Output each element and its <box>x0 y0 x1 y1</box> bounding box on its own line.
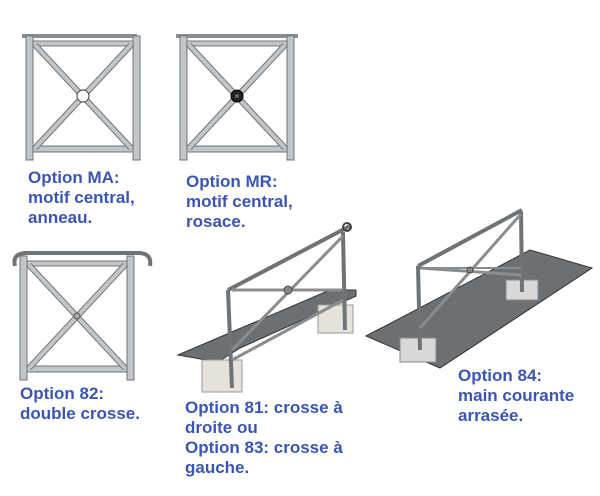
caption-line: arrasée. <box>458 406 524 425</box>
caption-line: motif central, <box>186 192 293 211</box>
caption-line: motif central, <box>28 188 135 207</box>
railing-mr-drawing <box>176 34 298 160</box>
caption-line: Option MA: <box>28 168 120 187</box>
caption-line: gauche. <box>185 458 250 477</box>
caption-line: main courante <box>458 386 575 405</box>
caption-line: Option 81: crosse à <box>185 398 343 417</box>
caption-line: Option 82: <box>20 384 105 403</box>
caption-option-84: Option 84: main courante arrasée. <box>458 366 574 426</box>
railing-ma-drawing <box>22 34 140 160</box>
caption-line: Option MR: <box>186 172 278 191</box>
caption-line: Option 84: <box>458 366 543 385</box>
ring-motif-icon <box>76 89 90 103</box>
railing-82-drawing <box>12 251 153 380</box>
caption-line: double crosse. <box>20 404 140 423</box>
caption-line: anneau. <box>28 208 93 227</box>
caption-line: droite ou <box>185 418 258 437</box>
caption-option-mr: Option MR: motif central, rosace. <box>186 172 293 232</box>
railing-84-drawing <box>364 208 594 369</box>
caption-line: Option 83: crosse à <box>185 438 343 457</box>
caption-line: rosace. <box>186 212 246 231</box>
railing-81-83-drawing <box>176 222 357 393</box>
caption-option-81-83: Option 81: crosse à droite ou Option 83:… <box>185 398 343 478</box>
caption-option-82: Option 82: double crosse. <box>20 384 140 424</box>
caption-option-ma: Option MA: motif central, anneau. <box>28 168 135 228</box>
